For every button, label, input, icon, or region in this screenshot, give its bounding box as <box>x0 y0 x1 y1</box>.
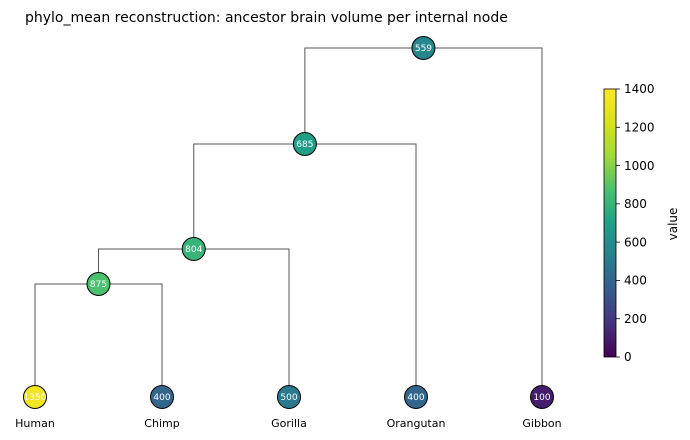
colorbar-tick-label: 400 <box>624 274 647 288</box>
leaf-node-orangutan-value: 400 <box>407 393 424 403</box>
leaf-node-orangutan: 400 <box>404 385 428 409</box>
leaf-node-human-value: 1350 <box>24 393 47 403</box>
leaf-node-chimp-marker <box>150 385 174 409</box>
colorbar: 0 200 400 600 800 1000 1200 1400 value <box>603 82 680 364</box>
leaf-node-orangutan-marker <box>404 385 428 409</box>
leaf-node-chimp-value: 400 <box>153 393 170 403</box>
leaf-node-gorilla-value: 500 <box>280 393 297 403</box>
internal-node-n685-marker <box>292 132 317 156</box>
tree-edge-n875-chimp <box>98 283 163 397</box>
internal-node-n875: 875 <box>86 272 111 296</box>
leaf-node-gibbon-value: 100 <box>533 393 550 403</box>
tree-edge-n685-n804 <box>193 143 305 249</box>
colorbar-label: value <box>666 208 680 241</box>
colorbar-tick-label: 1200 <box>624 120 655 134</box>
colorbar-tick-label: 1000 <box>624 159 655 173</box>
internal-node-n804-value: 804 <box>185 245 202 255</box>
leaf-label-orangutan: Orangutan <box>387 417 446 430</box>
internal-node-root-value: 559 <box>415 44 432 54</box>
leaf-node-chimp: 400 <box>150 385 174 409</box>
leaf-label-chimp: Chimp <box>144 417 179 430</box>
leaf-label-gibbon: Gibbon <box>522 417 561 430</box>
tree-edge-n875-human <box>34 283 99 397</box>
tree-edge-n685-orangutan <box>304 143 417 397</box>
colorbar-tick-label: 600 <box>624 235 647 249</box>
leaf-node-gibbon: 100 <box>530 385 554 409</box>
tree-edge-root-n685 <box>304 47 424 144</box>
internal-node-root-marker <box>411 36 436 60</box>
leaf-node-human: 1350 <box>23 385 47 409</box>
leaf-label-human: Human <box>15 417 55 430</box>
leaf-node-human-marker <box>23 385 47 409</box>
tree-edge-n804-gorilla <box>193 248 290 397</box>
internal-node-root: 559 <box>411 36 436 60</box>
colorbar-tick-label: 200 <box>624 312 647 326</box>
tree-edge-n804-n875 <box>98 248 194 284</box>
colorbar-ticks: 0 200 400 600 800 1000 1200 1400 <box>616 82 655 364</box>
tree-nodes: 559 685 804 875 1350 400 500 400 100 <box>23 36 554 409</box>
internal-node-n685-value: 685 <box>296 140 313 150</box>
tree-edges <box>34 47 543 397</box>
leaf-node-gorilla-marker <box>277 385 301 409</box>
diagram-title: phylo_mean reconstruction: ancestor brai… <box>25 10 508 26</box>
leaf-node-gorilla: 500 <box>277 385 301 409</box>
colorbar-tick-label: 800 <box>624 197 647 211</box>
leaf-labels: Human Chimp Gorilla Orangutan Gibbon <box>15 417 561 430</box>
tree-edge-root-gibbon <box>423 47 543 397</box>
colorbar-tick-label: 1400 <box>624 82 655 96</box>
internal-node-n875-marker <box>86 272 111 296</box>
internal-node-n804-marker <box>181 237 206 261</box>
leaf-label-gorilla: Gorilla <box>271 417 307 430</box>
colorbar-gradient <box>603 88 617 358</box>
leaf-node-gibbon-marker <box>530 385 554 409</box>
internal-node-n875-value: 875 <box>90 280 107 290</box>
internal-node-n685: 685 <box>292 132 317 156</box>
internal-node-n804: 804 <box>181 237 206 261</box>
colorbar-tick-label: 0 <box>624 350 632 364</box>
